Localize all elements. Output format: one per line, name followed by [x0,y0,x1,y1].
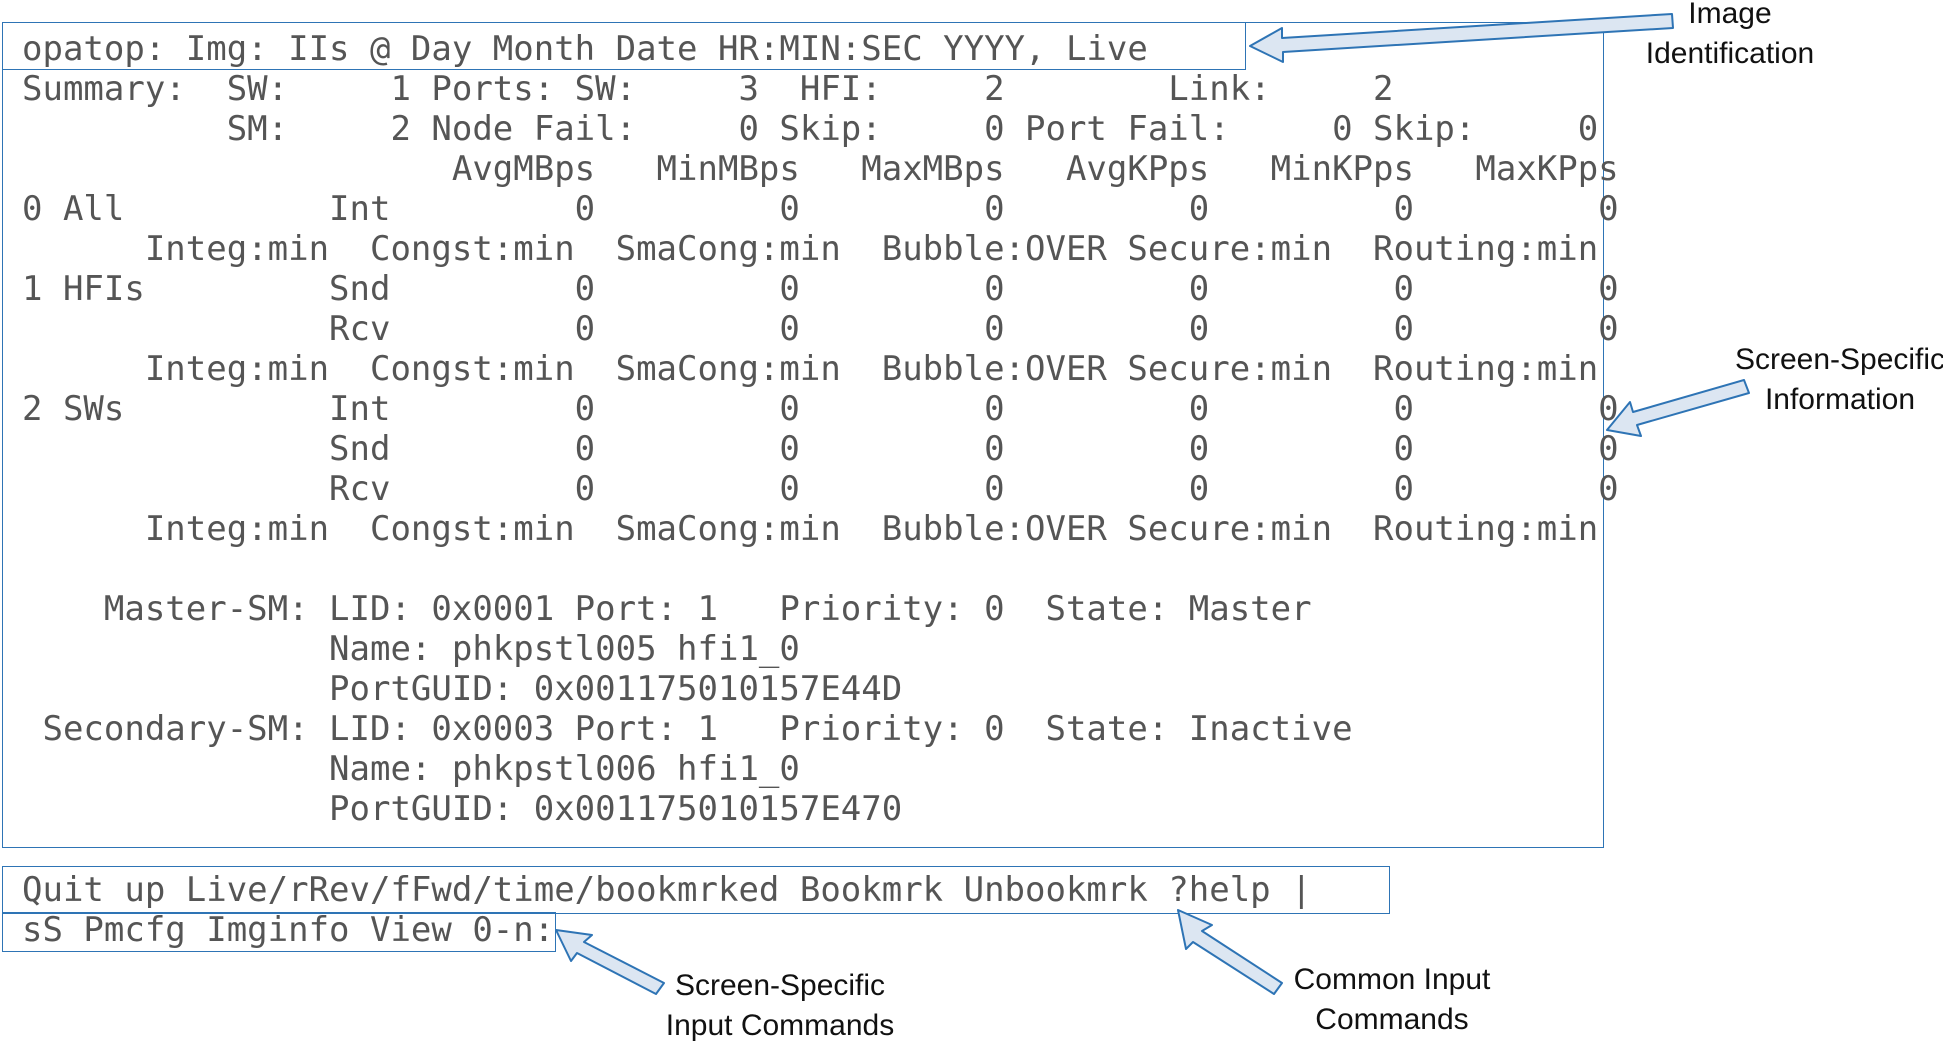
caption-line: Screen-Specific [1734,343,1943,376]
screen-line: Integ:min Congst:min SmaCong:min Bubble:… [22,229,1599,269]
screen-line: SM: 2 Node Fail: 0 Skip: 0 Port Fail: 0 … [22,109,1599,149]
caption-common-input-commands: Common Input Commands [1262,960,1522,1040]
screen-line: PortGUID: 0x001175010157E44D [22,669,903,709]
screen-line: Master-SM: LID: 0x0001 Port: 1 Priority:… [22,589,1312,629]
screen-input-box [2,912,556,952]
arrow-common-input [1177,909,1283,995]
caption-line: Common Input [1293,963,1491,996]
caption-line: Image [1688,0,1772,30]
command-line-1: Quit up Live/rRev/fFwd/time/bookmrked Bo… [22,870,1312,910]
caption-line: Input Commands [665,1009,895,1042]
screen-line: Snd 0 0 0 0 0 0 [22,429,1619,469]
screen-line: Name: phkpstl006 hfi1_0 [22,749,800,789]
screen-line: Name: phkpstl005 hfi1_0 [22,629,800,669]
screen-line: Secondary-SM: LID: 0x0003 Port: 1 Priori… [22,709,1353,749]
arrow-screen-input [555,929,665,995]
screen-line: Rcv 0 0 0 0 0 0 [22,309,1619,349]
caption-image-identification: Image Identification [1590,0,1870,74]
image-id-box [2,22,1246,70]
screen-line: PortGUID: 0x001175010157E470 [22,789,903,829]
screen-line: Summary: SW: 1 Ports: SW: 3 HFI: 2 Link:… [22,69,1394,109]
caption-screen-specific-input-commands: Screen-Specific Input Commands [640,966,920,1043]
common-input-box [2,866,1390,914]
caption-screen-specific-information: Screen-Specific Information [1710,340,1943,420]
caption-line: Screen-Specific [674,969,886,1002]
screen-line: 1 HFIs Snd 0 0 0 0 0 0 [22,269,1619,309]
screen-line: Rcv 0 0 0 0 0 0 [22,469,1619,509]
arrow-image-id [1249,13,1674,63]
screen-line: Integ:min Congst:min SmaCong:min Bubble:… [22,349,1599,389]
command-line-2: sS Pmcfg Imginfo View 0-n: [22,910,555,950]
title-line: opatop: Img: IIs @ Day Month Date HR:MIN… [22,29,1148,69]
caption-line: Identification [1645,37,1815,70]
screen-line: AvgMBps MinMBps MaxMBps AvgKPps MinKPps … [22,149,1619,189]
screen-line: Integ:min Congst:min SmaCong:min Bubble:… [22,509,1599,549]
caption-line: Commands [1315,1003,1469,1036]
arrow-screen-info [1606,379,1750,437]
screen-line: 2 SWs Int 0 0 0 0 0 0 [22,389,1619,429]
caption-line: Information [1764,383,1916,416]
screen-line: 0 All Int 0 0 0 0 0 0 [22,189,1619,229]
